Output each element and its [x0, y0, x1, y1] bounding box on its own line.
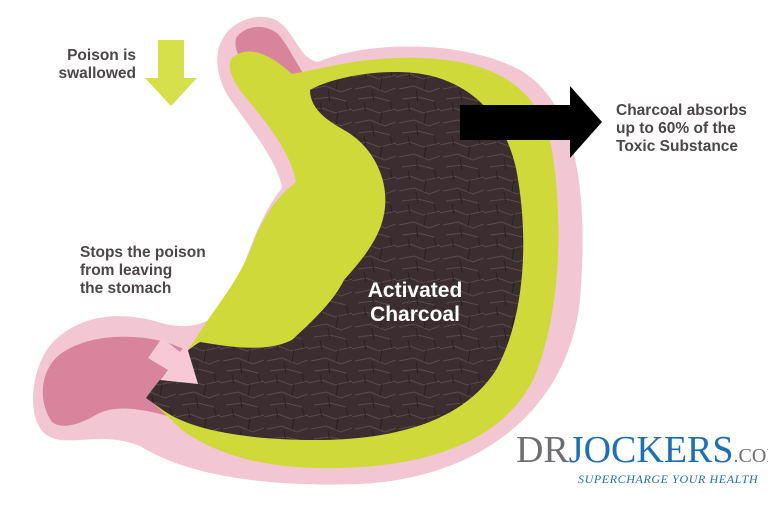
brand-jockers: JOCKERS: [568, 429, 734, 471]
charcoal-mass: [146, 71, 524, 440]
label-poison-swallowed: Poison is swallowed: [58, 47, 136, 82]
arrow-inward-icon: [148, 338, 198, 384]
brand-logo: DRJOCKERS.COM SUPERCHARGE YOUR HEALTH: [516, 429, 768, 487]
arrow-right-icon: [460, 86, 602, 158]
brand-dr: DR: [516, 429, 569, 471]
brand-com: .COM: [733, 445, 768, 467]
label-charcoal-absorbs: Charcoal absorbs up to 60% of the Toxic …: [616, 102, 747, 155]
brand-tagline: SUPERCHARGE YOUR HEALTH: [578, 472, 759, 486]
label-activated-charcoal: Activated Charcoal: [367, 279, 463, 326]
arrow-down-icon: [145, 40, 197, 106]
brand-name: DRJOCKERS.COM: [516, 429, 768, 475]
label-stops-poison: Stops the poison from leaving the stomac…: [80, 244, 206, 297]
